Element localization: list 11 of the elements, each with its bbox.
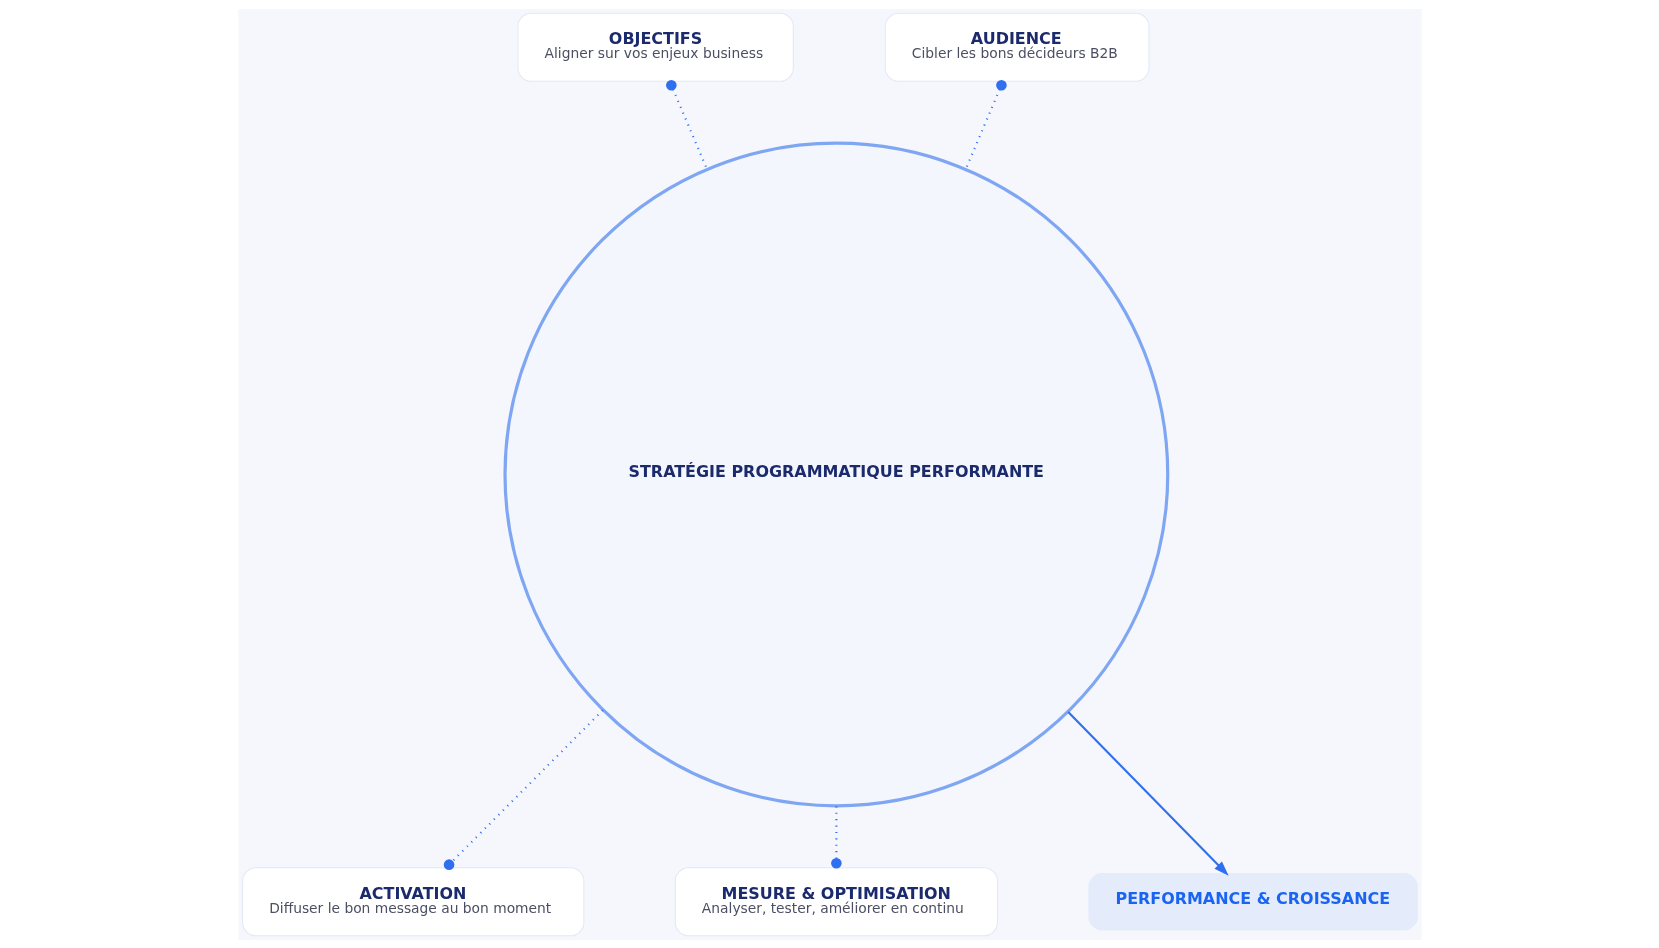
node-box: MESURE & OPTIMISATION Analyser, tester, améliorer en continu <box>674 866 998 936</box>
connector <box>964 79 1007 169</box>
connector <box>830 805 842 869</box>
node-box: ACTIVATION Diffuser le bon message au bon moment <box>241 866 584 936</box>
node-box: OBJECTIFS Aligner sur vos enjeux business <box>516 12 794 82</box>
connector <box>665 79 708 169</box>
connector <box>443 708 604 870</box>
node-box: PERFORMANCE & CROISSANCE <box>1087 872 1418 930</box>
node-box: AUDIENCE Cibler les bons décideurs B2B <box>884 12 1149 82</box>
node-circle: STRATÉGIE PROGRAMMATIQUE PERFORMANTE <box>502 141 1169 807</box>
arrow <box>1066 710 1229 876</box>
